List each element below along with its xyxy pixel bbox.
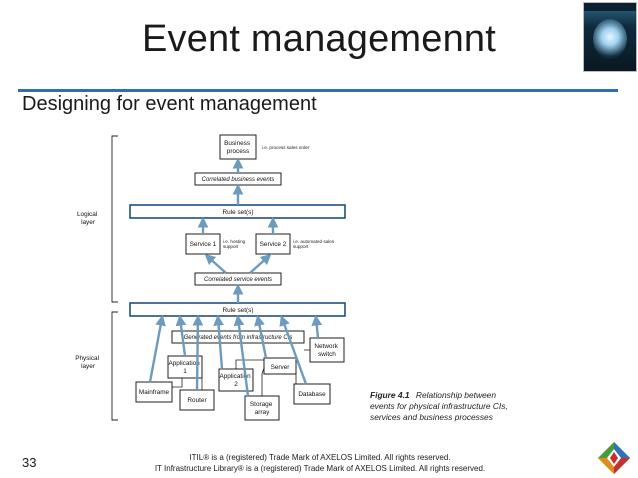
logical-layer-label: Logical layer (77, 211, 99, 226)
application-1-label: Application 1 (168, 360, 201, 375)
figure-caption: Figure 4.1 Relationship between events f… (370, 390, 510, 422)
service-1-note: i.e. hosting support (223, 239, 247, 249)
mainframe-label: Mainframe (139, 389, 170, 396)
footer-line-2: IT Infrastructure Library® is a (registe… (154, 464, 486, 473)
rule-set-lower-label: Rule set(s) (223, 307, 254, 314)
network-switch-label: Network switch (314, 343, 339, 358)
server-box (263, 357, 297, 375)
application-2-label: Application 2 (219, 373, 252, 388)
logical-layer-bracket (111, 135, 118, 303)
arrow-storage-array-up (233, 314, 250, 397)
router-label: Router (187, 397, 207, 404)
correlated-service-events-label: Correlated service events (204, 277, 272, 283)
connector-application-2 (235, 359, 264, 369)
book-cover-image (593, 19, 627, 59)
service-1-label: Service 1 (190, 241, 217, 248)
generated-events-box (171, 330, 305, 344)
generated-events-label: Generated events from infrastructure CIs (184, 335, 293, 341)
service-2-note: i.e. automated sales support (293, 239, 335, 249)
connector-mainframe (172, 378, 183, 388)
title-underline (18, 89, 618, 92)
arrow-server-up (254, 314, 268, 359)
trademark-footer: ITIL® is a (registered) Trade Mark of AX… (110, 452, 530, 474)
business-process-note: i.e. process sales order (262, 145, 310, 150)
publisher-logo-icon (598, 442, 630, 474)
service-2-label: Service 2 (260, 241, 287, 248)
rule-set-upper-label: Rule set(s) (223, 209, 254, 216)
arrow-service-events-to-service-1 (204, 253, 227, 274)
physical-layer-label: Physical layer (75, 355, 101, 370)
arrow-application-2-up (213, 314, 224, 370)
arrow-network-switch-up (311, 314, 323, 339)
storage-array-label: Storage array (250, 401, 274, 416)
database-label: Database (298, 391, 326, 398)
connector-storage-array (261, 367, 265, 396)
arrow-mainframe-up (148, 314, 166, 383)
arrow-application-1-up (175, 314, 187, 357)
database-box (293, 383, 331, 405)
storage-array-box (244, 395, 280, 421)
page-number: 33 (22, 455, 37, 470)
physical-layer-bracket (111, 311, 118, 421)
slide-subtitle: Designing for event management (22, 93, 317, 115)
book-cover-thumbnail (583, 2, 637, 72)
correlated-business-events-label: Correlated business events (202, 177, 275, 183)
slide-title: Event managemennt (141, 18, 497, 60)
arrow-service-events-to-service-2 (249, 253, 272, 274)
server-label: Server (271, 364, 291, 371)
arrow-router-up (192, 314, 204, 391)
book-cover-header (584, 3, 636, 11)
footer-line-1: ITIL® is a (registered) Trade Mark of AX… (189, 453, 451, 462)
mainframe-box (135, 381, 173, 403)
network-switch-box (309, 337, 345, 363)
business-process-label: Business process (224, 140, 252, 155)
business-process-box (219, 134, 257, 160)
arrow-database-up (279, 314, 308, 385)
